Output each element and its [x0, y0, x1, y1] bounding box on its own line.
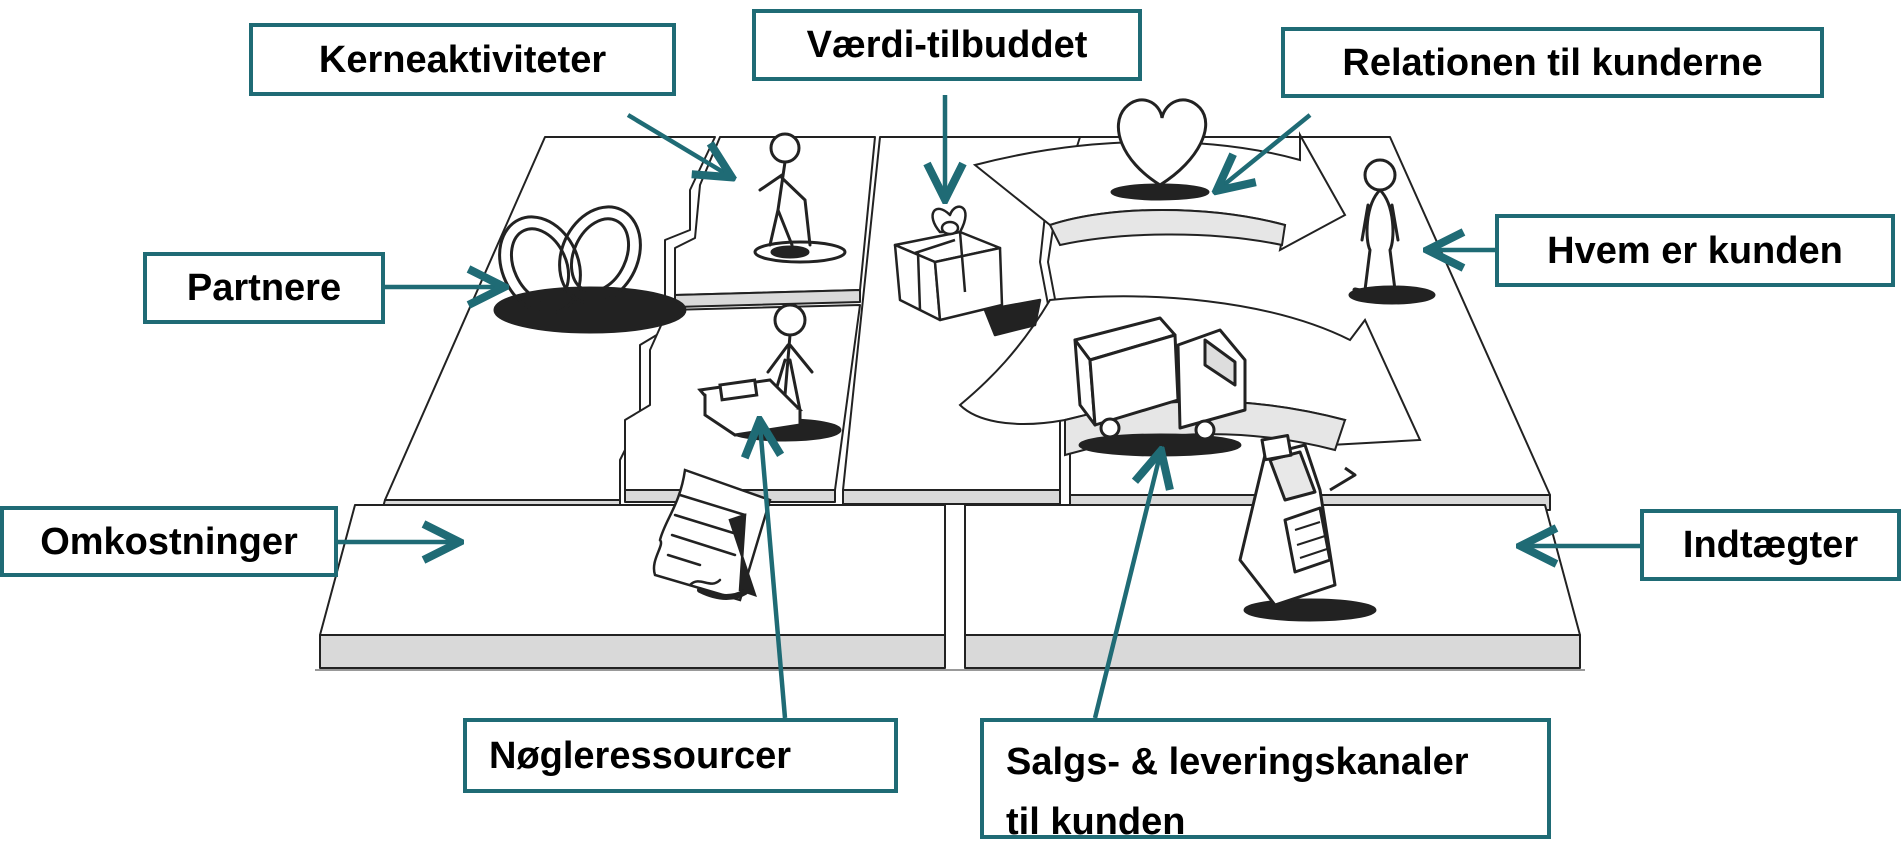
label-salgs-line2: til kunden: [1006, 801, 1186, 843]
arrow-kerneaktiviteter: [626, 113, 728, 175]
pointer-arrows: [338, 95, 1640, 719]
truck-icon: [1073, 316, 1247, 457]
label-omkostninger: Omkostninger: [0, 506, 338, 577]
label-relationen: Relationen til kunderne: [1281, 27, 1824, 98]
label-salgs-line1: Salgs- & leveringskanaler: [1006, 741, 1469, 783]
digging-person-icon: [753, 132, 847, 264]
gift-icon: [893, 205, 1042, 337]
label-kerneaktiviteter: Kerneaktiviteter: [249, 23, 676, 96]
standing-customer-icon: [1348, 158, 1436, 305]
label-noegleressourcer: Nøgleressourcer: [463, 718, 898, 793]
heart-icon: [1110, 98, 1210, 201]
label-indtaegter: Indtægter: [1640, 509, 1901, 581]
label-hvem-er-kunden: Hvem er kunden: [1495, 214, 1895, 287]
arrow-noegleressourcer: [760, 425, 788, 719]
label-partnere: Partnere: [143, 252, 385, 324]
arrow-salgs: [1092, 455, 1160, 719]
arrow-relationen: [1220, 113, 1312, 188]
label-salgs-leveringskanaler: Salgs- & leveringskanaler til kunden: [980, 718, 1551, 843]
cash-register-icon: [1238, 433, 1377, 622]
label-vaerdi-tilbuddet: Værdi-tilbuddet: [752, 9, 1142, 81]
cost-slab: [319, 504, 946, 669]
contract-icon: [652, 468, 772, 602]
